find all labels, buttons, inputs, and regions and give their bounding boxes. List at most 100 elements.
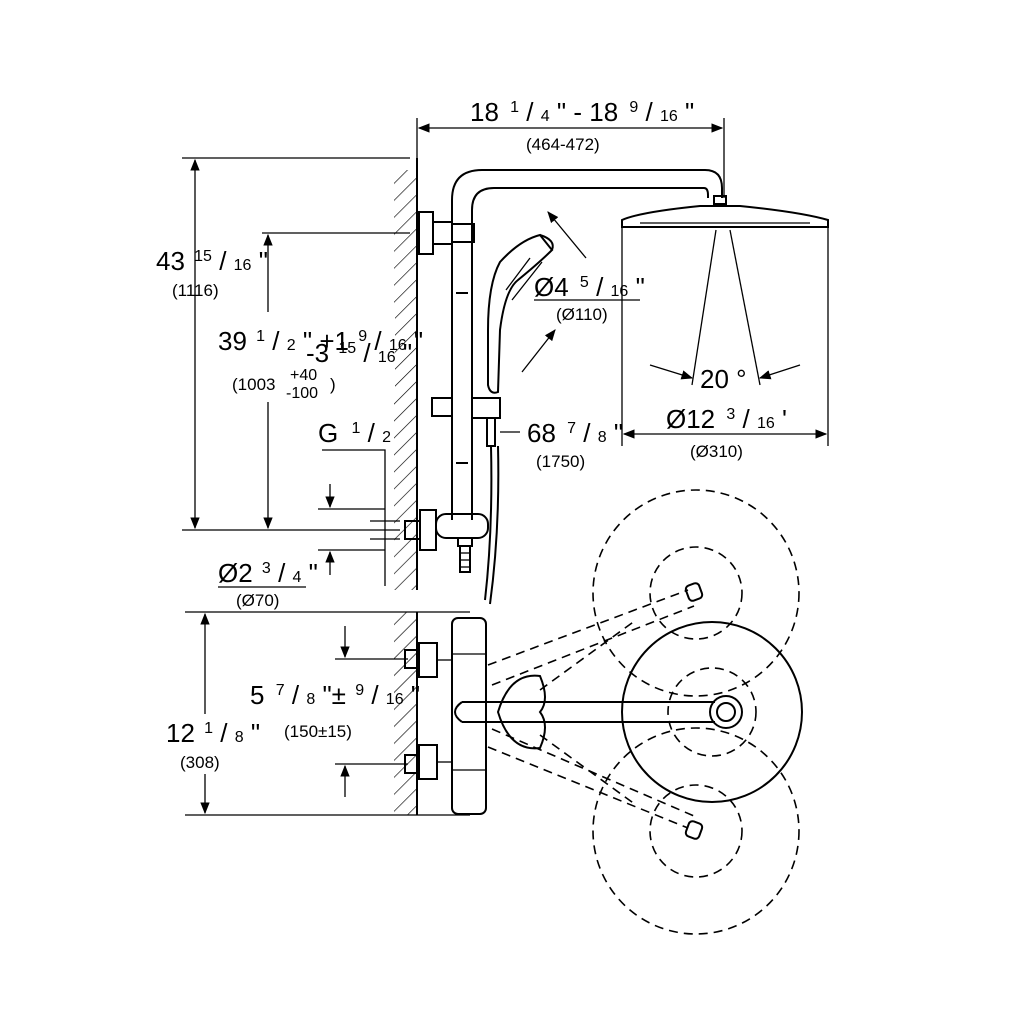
adjust-height-plus: " +1 — [303, 326, 349, 356]
arm-width-metric: (464-472) — [526, 135, 600, 154]
slider-and-hose — [431, 397, 520, 605]
hose-label: 68 7 / 8 " — [527, 409, 623, 448]
adjust-height-metric-base: (1003 — [232, 375, 275, 394]
plan-height-metric: (308) — [180, 753, 220, 772]
dimension-spray-angle: 20 ° — [697, 364, 755, 394]
plan-height-whole: 12 — [166, 718, 195, 748]
spray-angle-value: 20 ° — [700, 364, 747, 394]
adjust-height-metric-end: ) — [330, 375, 336, 394]
thermostat-mixer-plan — [404, 617, 487, 815]
adjust-height-metric-down: -100 — [286, 385, 318, 402]
handshower-frac-den: 16 — [611, 283, 629, 300]
spray-angle-lines — [649, 229, 801, 386]
escutcheon-metric: (Ø70) — [236, 591, 279, 610]
head-diameter-whole: Ø12 — [666, 404, 715, 434]
wall-elevation — [394, 158, 418, 590]
arm-width-label: 18 1 / 4 " - 18 9 / 16 " — [470, 88, 694, 127]
arm-width-end: " — [685, 97, 694, 127]
head-diameter-end: ' — [782, 404, 787, 434]
handshower-whole: Ø4 — [534, 272, 569, 302]
adjust-height-plus-end: " — [414, 326, 423, 356]
total-height-label: 43 15 / 16 " — [156, 237, 268, 276]
hose-end: " — [614, 418, 623, 448]
escutcheon-label: Ø2 3 / 4 " — [218, 549, 318, 588]
total-height-whole: 43 — [156, 246, 185, 276]
handshower-end: " — [636, 272, 645, 302]
arm-width-sep: " - — [557, 97, 589, 127]
hose-metric: (1750) — [536, 452, 585, 471]
adjust-height-minus-num: 15 — [338, 340, 356, 357]
dimension-plan-height: 12 1 / 8 " (308) — [160, 709, 260, 774]
total-height-frac-den: 16 — [234, 257, 252, 274]
head-diameter-frac-num: 3 — [726, 406, 735, 423]
adjust-height-frac-den: 2 — [287, 337, 296, 354]
dimension-arm-width: 18 1 / 4 " - 18 9 / 16 " (464-472) — [416, 88, 725, 198]
thread-frac-num: 1 — [351, 420, 360, 437]
overhead-shower-head — [621, 195, 829, 228]
head-diameter-label: Ø12 3 / 16 ' — [666, 395, 787, 434]
handshower-metric: (Ø110) — [556, 305, 608, 324]
handshower-label: Ø4 5 / 16 " — [534, 263, 645, 302]
adjust-height-minus: -3 — [306, 338, 329, 368]
hose-frac-den: 8 — [598, 429, 607, 446]
wall-bracket — [418, 211, 475, 255]
adjust-height-metric-up: +40 — [290, 367, 317, 384]
escutcheon-frac-num: 3 — [262, 560, 271, 577]
hose-frac-num: 7 — [567, 420, 576, 437]
adjust-height-minus-label: -3 15 / 16 " — [306, 329, 412, 368]
hose-whole: 68 — [527, 418, 556, 448]
centers-pm-num: 9 — [355, 682, 364, 699]
adjust-height-minus-den: 16 — [378, 349, 396, 366]
centers-end: " — [411, 680, 420, 710]
thermostat-mixer-elevation — [404, 509, 489, 573]
handshower-frac-num: 5 — [580, 274, 589, 291]
total-height-end: " — [259, 246, 268, 276]
hand-shower-plan — [496, 674, 546, 750]
head-diameter-frac-den: 16 — [757, 415, 775, 432]
plan-height-frac-den: 8 — [235, 729, 244, 746]
arm-width-frac-a-num: 1 — [510, 99, 519, 116]
adjust-height-plus-num: 9 — [358, 328, 367, 345]
total-height-metric: (1116) — [172, 281, 219, 300]
escutcheon-end: " — [309, 558, 318, 588]
adjust-height-frac-num: 1 — [256, 328, 265, 345]
plan-height-frac-num: 1 — [204, 720, 213, 737]
adjust-height-plus-den: 16 — [389, 337, 407, 354]
arm-width-whole-b: 18 — [589, 97, 618, 127]
dimension-thread: G 1 / 2 — [318, 409, 400, 586]
dimension-hose: 68 7 / 8 " (1750) — [527, 409, 623, 471]
arm-width-frac-b-num: 9 — [629, 99, 638, 116]
adjust-height-minus-end: " — [403, 338, 412, 368]
thread-g: G — [318, 418, 338, 448]
plan-height-label: 12 1 / 8 " — [166, 709, 260, 748]
thread-frac-den: 2 — [382, 429, 391, 446]
dimension-centers: 5 7 / 8 "± 9 / 16 " (150±15) — [250, 626, 420, 797]
adjust-height-label: 39 1 / 2 " +1 9 / 16 " — [218, 317, 423, 356]
thread-label: G 1 / 2 — [318, 409, 391, 448]
centers-pm-den: 16 — [386, 691, 404, 708]
plan-height-end: " — [251, 718, 260, 748]
escutcheon-whole: Ø2 — [218, 558, 253, 588]
shower-riser-pipe — [451, 169, 723, 520]
total-height-frac-num: 15 — [194, 248, 212, 265]
adjust-height-whole: 39 — [218, 326, 247, 356]
centers-pm: "± — [322, 680, 346, 710]
centers-whole: 5 — [250, 680, 264, 710]
centers-label: 5 7 / 8 "± 9 / 16 " — [250, 671, 420, 710]
dimension-head-diameter: Ø12 3 / 16 ' (Ø310) — [621, 228, 829, 461]
arm-width-frac-a-den: 4 — [541, 108, 550, 125]
head-diameter-metric: (Ø310) — [690, 442, 743, 461]
arm-width-frac-b-den: 16 — [660, 108, 678, 125]
dimension-escutcheon: Ø2 3 / 4 " (Ø70) — [218, 549, 385, 610]
dimension-handshower: Ø4 5 / 16 " (Ø110) — [534, 263, 645, 324]
centers-frac-num: 7 — [276, 682, 285, 699]
arm-width-whole-a: 18 — [470, 97, 499, 127]
head-swivel-positions — [487, 489, 800, 935]
centers-frac-den: 8 — [306, 691, 315, 708]
escutcheon-frac-den: 4 — [293, 569, 302, 586]
dimension-adjust-height: 39 1 / 2 " +1 9 / 16 " -3 15 / 16 " (100… — [215, 232, 423, 530]
dimension-total-height: 43 15 / 16 " (1116) — [156, 157, 410, 531]
hand-shower — [487, 211, 587, 394]
overhead-shower-plan — [454, 621, 803, 803]
